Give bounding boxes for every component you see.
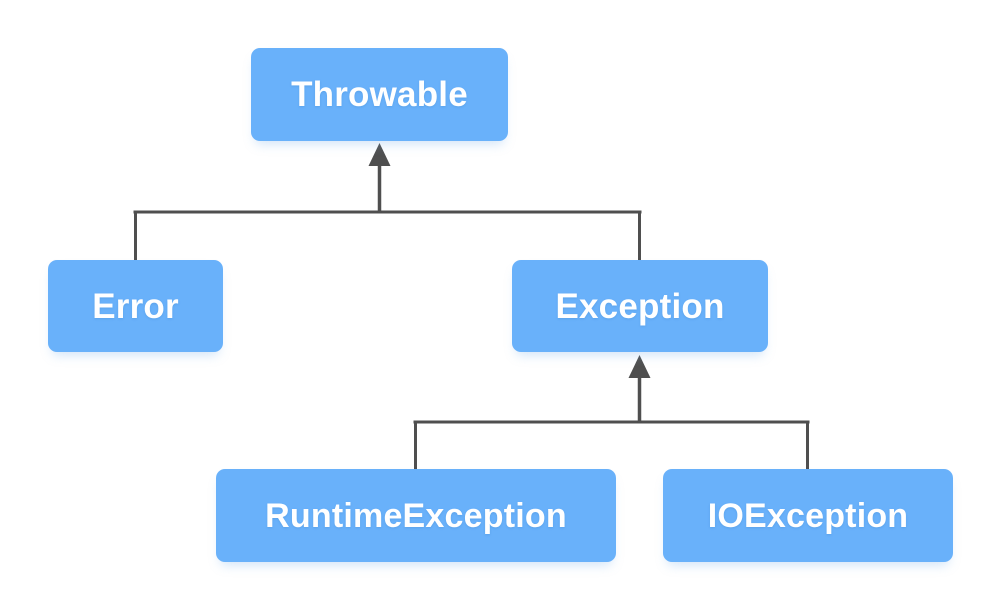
arrowhead-throwable bbox=[368, 143, 391, 166]
node-exception-label: Exception bbox=[555, 286, 725, 326]
node-exception[interactable]: Exception bbox=[512, 260, 768, 352]
node-runtimeexception[interactable]: RuntimeException bbox=[216, 469, 616, 562]
node-error[interactable]: Error bbox=[48, 260, 223, 352]
node-ioexception-label: IOException bbox=[707, 496, 909, 535]
node-error-label: Error bbox=[92, 286, 179, 326]
node-throwable-label: Throwable bbox=[291, 75, 468, 114]
edge-group-throwable bbox=[133, 143, 642, 264]
edge-group-exception bbox=[413, 355, 810, 473]
node-ioexception[interactable]: IOException bbox=[663, 469, 953, 562]
node-throwable[interactable]: Throwable bbox=[251, 48, 508, 141]
node-runtimeexception-label: RuntimeException bbox=[265, 496, 567, 535]
arrowhead-exception bbox=[628, 355, 651, 378]
